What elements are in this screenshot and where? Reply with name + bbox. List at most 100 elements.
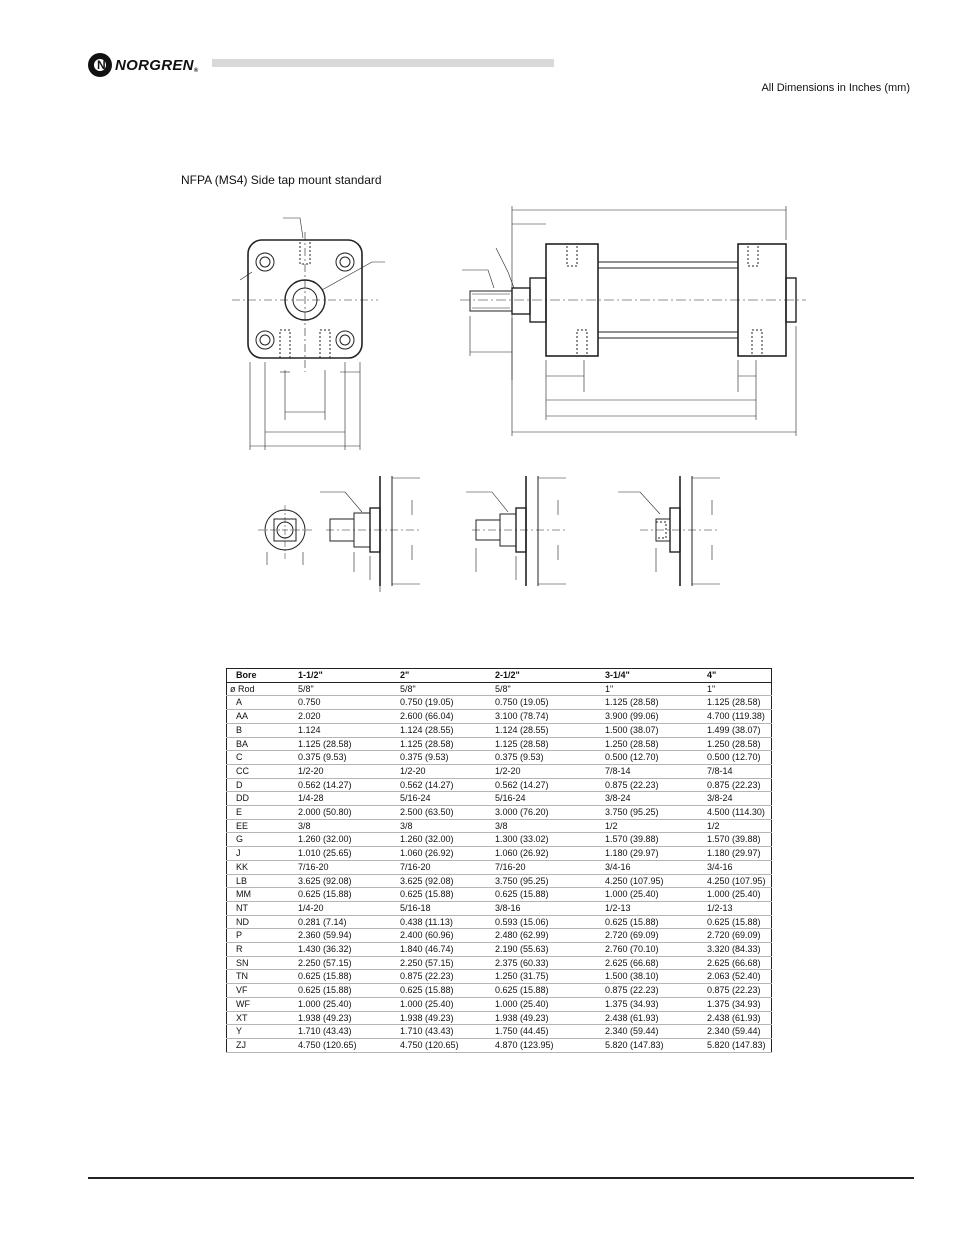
row-label: TN bbox=[226, 969, 292, 985]
table-cell: 1.375 (34.93) bbox=[599, 997, 701, 1012]
rod-end-detail-4 bbox=[618, 476, 720, 586]
norgren-logo: N NORGREN® bbox=[88, 52, 199, 78]
row-label: D bbox=[226, 778, 292, 793]
table-cell: 4.750 (120.65) bbox=[394, 1038, 489, 1053]
row-label: ZJ bbox=[226, 1038, 292, 1053]
table-cell: 3.320 (84.33) bbox=[701, 942, 772, 957]
table-cell: 0.281 (7.14) bbox=[292, 915, 394, 930]
table-cell: 5.820 (147.83) bbox=[701, 1038, 772, 1053]
table-cell: 0.750 (19.05) bbox=[394, 695, 489, 711]
table-cell: 1/2-20 bbox=[394, 764, 489, 779]
table-cell: 1/2-13 bbox=[701, 901, 772, 916]
table-cell: 3/8 bbox=[292, 819, 394, 834]
table-cell: 1/2-13 bbox=[599, 901, 701, 916]
column-header: Bore bbox=[226, 668, 292, 683]
table-cell: 0.875 (22.23) bbox=[701, 983, 772, 998]
table-cell: 0.625 (15.88) bbox=[292, 887, 394, 902]
table-cell: 5/8" bbox=[292, 682, 394, 697]
table-cell: 1.125 (28.58) bbox=[292, 737, 394, 752]
table-cell: 2.190 (55.63) bbox=[489, 942, 599, 957]
table-cell: 2.250 (57.15) bbox=[292, 956, 394, 971]
table-cell: 3/8-16 bbox=[489, 901, 599, 916]
table-cell: 1.060 (26.92) bbox=[394, 846, 489, 861]
table-cell: 0.625 (15.88) bbox=[394, 983, 489, 998]
table-cell: 0.875 (22.23) bbox=[394, 969, 489, 985]
table-cell: 7/8-14 bbox=[599, 764, 701, 779]
row-label: SN bbox=[226, 956, 292, 971]
side-view bbox=[460, 206, 806, 436]
table-cell: 2.020 bbox=[292, 709, 394, 724]
table-cell: 0.500 (12.70) bbox=[599, 750, 701, 765]
row-label: XT bbox=[226, 1011, 292, 1026]
table-cell: 3/8-24 bbox=[599, 791, 701, 807]
table-cell: 2.000 (50.80) bbox=[292, 805, 394, 820]
table-cell: 0.562 (14.27) bbox=[394, 778, 489, 793]
row-label: A bbox=[226, 695, 292, 711]
table-cell: 1.570 (39.88) bbox=[599, 832, 701, 848]
rod-end-detail-3 bbox=[466, 476, 566, 586]
table-cell: 4.250 (107.95) bbox=[701, 874, 772, 889]
table-cell: 0.562 (14.27) bbox=[489, 778, 599, 793]
row-label: NT bbox=[226, 901, 292, 916]
table-cell: 0.375 (9.53) bbox=[292, 750, 394, 765]
row-label: BA bbox=[226, 737, 292, 752]
row-label: MM bbox=[226, 887, 292, 902]
table-cell: 0.625 (15.88) bbox=[394, 887, 489, 902]
section-title: NFPA (MS4) Side tap mount standard bbox=[181, 173, 382, 187]
table-cell: 3.750 (95.25) bbox=[489, 874, 599, 889]
table-cell: 4.250 (107.95) bbox=[599, 874, 701, 889]
table-cell: 1.710 (43.43) bbox=[292, 1024, 394, 1039]
table-cell: 7/16-20 bbox=[292, 860, 394, 875]
table-cell: 1.500 (38.10) bbox=[599, 969, 701, 985]
table-cell: 1.180 (29.97) bbox=[599, 846, 701, 861]
brand-name: NORGREN® bbox=[115, 56, 199, 74]
table-cell: 1.125 (28.58) bbox=[489, 737, 599, 752]
table-cell: 0.375 (9.53) bbox=[489, 750, 599, 765]
row-label: ø Rod bbox=[226, 682, 292, 697]
table-cell: 5/16-24 bbox=[394, 791, 489, 807]
table-cell: 2.063 (52.40) bbox=[701, 969, 772, 985]
dimension-note: All Dimensions in Inches (mm) bbox=[761, 82, 910, 94]
column-header: 4" bbox=[701, 668, 772, 683]
column-header: 3-1/4" bbox=[599, 668, 701, 683]
table-cell: 1/2-20 bbox=[292, 764, 394, 779]
table-cell: 1.124 bbox=[292, 723, 394, 738]
table-cell: 1.938 (49.23) bbox=[394, 1011, 489, 1026]
table-cell: 0.875 (22.23) bbox=[701, 778, 772, 793]
table-cell: 2.438 (61.93) bbox=[599, 1011, 701, 1026]
table-cell: 1.938 (49.23) bbox=[292, 1011, 394, 1026]
table-cell: 2.500 (63.50) bbox=[394, 805, 489, 820]
table-cell: 5/16-18 bbox=[394, 901, 489, 916]
table-cell: 1.500 (38.07) bbox=[599, 723, 701, 738]
table-cell: 1.430 (36.32) bbox=[292, 942, 394, 957]
table-cell: 3.750 (95.25) bbox=[599, 805, 701, 820]
row-label: E bbox=[226, 805, 292, 820]
table-cell: 1.000 (25.40) bbox=[599, 887, 701, 902]
table-cell: 0.625 (15.88) bbox=[292, 969, 394, 985]
table-cell: 7/16-20 bbox=[489, 860, 599, 875]
row-label: P bbox=[226, 928, 292, 944]
column-header: 2" bbox=[394, 668, 489, 683]
header-bar bbox=[212, 59, 554, 67]
table-cell: 1" bbox=[599, 682, 701, 697]
table-cell: 1.000 (25.40) bbox=[701, 887, 772, 902]
row-label: R bbox=[226, 942, 292, 957]
table-cell: 1.499 (38.07) bbox=[701, 723, 772, 738]
table-cell: 1.260 (32.00) bbox=[394, 832, 489, 848]
table-cell: 3/8 bbox=[489, 819, 599, 834]
table-cell: 1.300 (33.02) bbox=[489, 832, 599, 848]
table-cell: 2.340 (59.44) bbox=[599, 1024, 701, 1039]
footer-rule bbox=[88, 1177, 914, 1179]
